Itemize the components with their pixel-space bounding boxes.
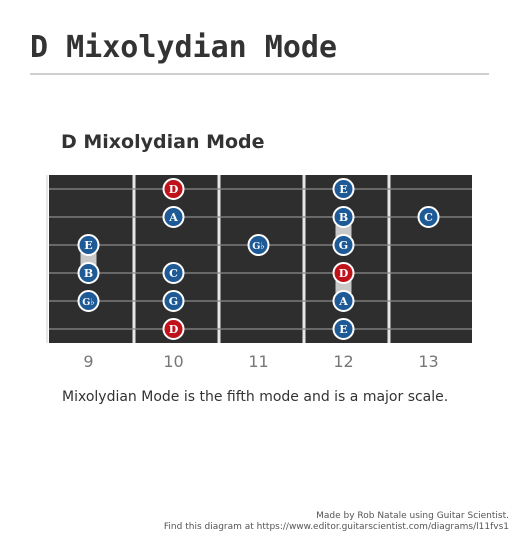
note-marker xyxy=(332,206,355,228)
note-marker xyxy=(77,262,100,284)
note-label: C xyxy=(169,267,178,280)
note-label: B xyxy=(84,267,93,280)
diagram-description: Mixolydian Mode is the fifth mode and is… xyxy=(62,389,449,405)
note-label: A xyxy=(338,295,348,308)
note-label: G xyxy=(169,295,178,308)
note-label: G xyxy=(339,239,348,252)
page-title: D Mixolydian Mode xyxy=(30,30,338,65)
fret-number-label: 10 xyxy=(163,352,183,371)
note-label: E xyxy=(339,183,347,196)
note-label: G♭ xyxy=(252,241,265,252)
fret-number-label: 13 xyxy=(418,352,438,371)
note-marker xyxy=(332,234,355,256)
note-label: B xyxy=(339,211,348,224)
note-label: D xyxy=(169,183,179,196)
footer-link[interactable]: Find this diagram at https://www.editor.… xyxy=(163,522,509,532)
footer-credit: Made by Rob Natale using Guitar Scientis… xyxy=(316,511,509,521)
fret-number-label: 12 xyxy=(333,352,353,371)
fretboard-diagram: D E A B C E G♭ G B C D G♭ G A D E 9 10 11 12 13 xyxy=(46,175,472,371)
note-label: E xyxy=(84,239,92,252)
note-label: D xyxy=(169,323,179,336)
footer: Made by Rob Natale using Guitar Scientis… xyxy=(164,511,509,533)
note-marker xyxy=(417,206,440,228)
note-marker xyxy=(332,178,355,200)
fretboard-background xyxy=(49,175,472,343)
note-marker xyxy=(332,318,355,340)
note-marker xyxy=(162,206,185,228)
diagram-title: D Mixolydian Mode xyxy=(61,131,265,153)
note-label: G♭ xyxy=(82,297,95,308)
note-marker xyxy=(162,290,185,312)
root-note-marker xyxy=(332,262,355,284)
note-marker xyxy=(77,290,100,312)
note-marker xyxy=(77,234,100,256)
note-marker xyxy=(247,234,270,256)
title-divider xyxy=(30,73,489,75)
fret-number-label: 9 xyxy=(83,352,93,371)
note-label: C xyxy=(424,211,433,224)
note-label: A xyxy=(168,211,178,224)
root-note-marker xyxy=(162,318,185,340)
note-label: D xyxy=(339,267,349,280)
note-marker xyxy=(162,262,185,284)
fret-number-label: 11 xyxy=(248,352,268,371)
root-note-marker xyxy=(162,178,185,200)
note-label: E xyxy=(339,323,347,336)
note-marker xyxy=(332,290,355,312)
